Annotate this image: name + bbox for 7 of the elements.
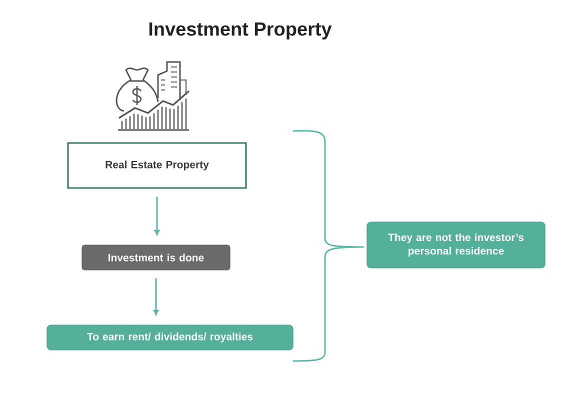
arrow: [154, 196, 160, 236]
title: Investment Property: [149, 22, 332, 40]
result-box: To earn rent/ dividends/ royalties: [46, 324, 294, 350]
arrow: [153, 278, 159, 316]
result-box: They are not the investor’s personal residence: [366, 222, 546, 268]
process-box: Investment is done: [82, 244, 230, 270]
process-box: Real Estate Property: [67, 142, 247, 189]
